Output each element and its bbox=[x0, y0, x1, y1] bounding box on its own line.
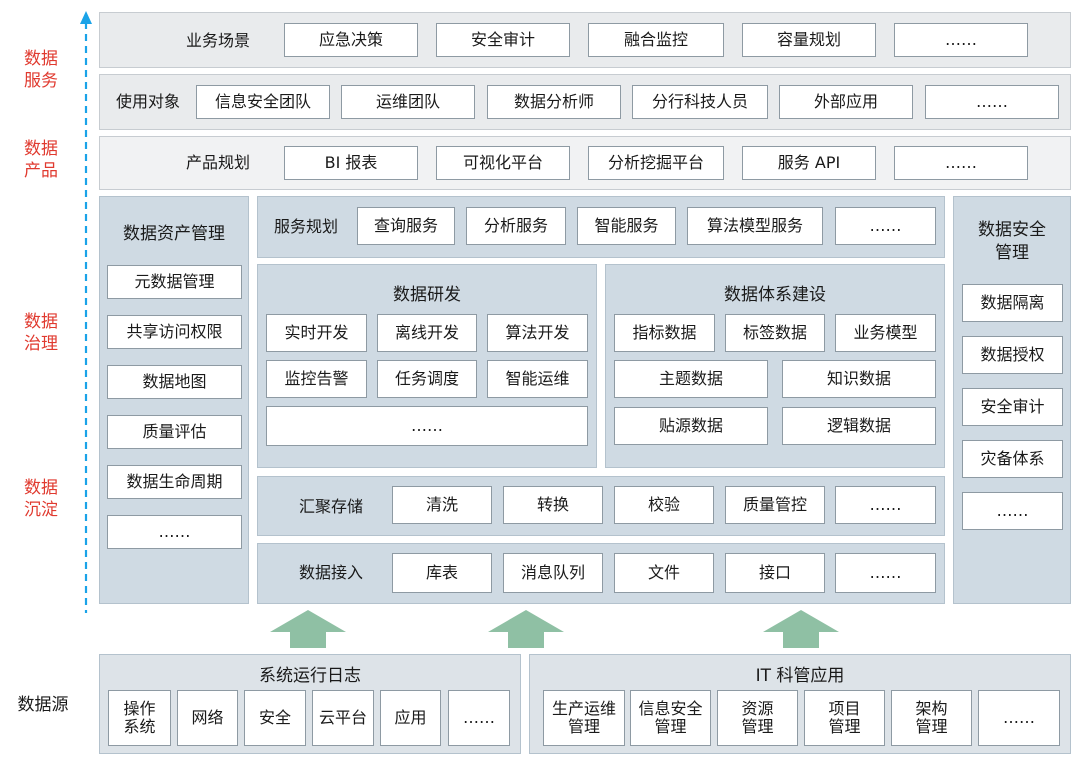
product-label: 产品规划 bbox=[185, 153, 250, 173]
asset-item: 共享访问权限 bbox=[107, 315, 242, 349]
rnd-item: …… bbox=[266, 406, 588, 446]
rnd-item: 智能运维 bbox=[487, 360, 588, 398]
source-it-item: …… bbox=[978, 690, 1060, 746]
rnd-item: 任务调度 bbox=[377, 360, 477, 398]
up-arrow-icon bbox=[270, 610, 346, 648]
security-item: …… bbox=[962, 492, 1063, 530]
asset-item: 数据地图 bbox=[107, 365, 242, 399]
source-it-item: 信息安全 管理 bbox=[630, 690, 711, 746]
source-it-item: 架构 管理 bbox=[891, 690, 972, 746]
ingest-item: …… bbox=[835, 553, 936, 593]
source-it-item: 生产运维 管理 bbox=[543, 690, 625, 746]
rnd-item: 监控告警 bbox=[266, 360, 367, 398]
asset-item: 元数据管理 bbox=[107, 265, 242, 299]
business-scenario-label: 业务场景 bbox=[185, 31, 250, 51]
storage-item: …… bbox=[835, 486, 936, 524]
security-item: 数据隔离 bbox=[962, 284, 1063, 322]
source-system-logs-title: 系统运行日志 bbox=[259, 665, 361, 686]
source-logs-item: 网络 bbox=[177, 690, 238, 746]
source-logs-item: 云平台 bbox=[312, 690, 374, 746]
rnd-item: 离线开发 bbox=[377, 314, 477, 352]
side-label-data-product: 数据 产品 bbox=[24, 139, 58, 182]
service-plan-item: …… bbox=[835, 207, 936, 245]
product-item: BI 报表 bbox=[284, 146, 418, 180]
side-label-data-settle: 数据 沉淀 bbox=[24, 478, 58, 521]
users-item: …… bbox=[925, 85, 1059, 119]
product-item: 分析挖掘平台 bbox=[588, 146, 724, 180]
security-item: 数据授权 bbox=[962, 336, 1063, 374]
rnd-title: 数据研发 bbox=[393, 284, 461, 305]
security-item: 安全审计 bbox=[962, 388, 1063, 426]
business-item: 融合监控 bbox=[588, 23, 724, 57]
source-it-item: 项目 管理 bbox=[804, 690, 885, 746]
system-build-item: 业务模型 bbox=[835, 314, 936, 352]
security-management-title: 数据安全 管理 bbox=[978, 220, 1046, 263]
service-plan-item: 算法模型服务 bbox=[687, 207, 823, 245]
system-build-item: 贴源数据 bbox=[614, 407, 768, 445]
product-item: 可视化平台 bbox=[436, 146, 570, 180]
storage-item: 校验 bbox=[614, 486, 714, 524]
users-item: 分行科技人员 bbox=[632, 85, 768, 119]
ingest-item: 消息队列 bbox=[503, 553, 603, 593]
users-item: 外部应用 bbox=[779, 85, 913, 119]
source-logs-item: 安全 bbox=[244, 690, 306, 746]
ingest-item: 库表 bbox=[392, 553, 492, 593]
business-item: 容量规划 bbox=[742, 23, 876, 57]
up-arrow-icon bbox=[763, 610, 839, 648]
system-build-item: 主题数据 bbox=[614, 360, 768, 398]
system-build-title: 数据体系建设 bbox=[724, 284, 826, 305]
side-label-data-service: 数据 服务 bbox=[24, 49, 58, 92]
side-label-data-source: 数据源 bbox=[17, 695, 69, 715]
users-item: 信息安全团队 bbox=[196, 85, 330, 119]
product-item: 服务 API bbox=[742, 146, 876, 180]
users-item: 运维团队 bbox=[341, 85, 475, 119]
source-it-apps-title: IT 科管应用 bbox=[755, 665, 845, 686]
ingest-item: 接口 bbox=[725, 553, 825, 593]
product-item: …… bbox=[894, 146, 1028, 180]
users-item: 数据分析师 bbox=[487, 85, 621, 119]
asset-item: 质量评估 bbox=[107, 415, 242, 449]
business-item: 应急决策 bbox=[284, 23, 418, 57]
system-build-item: 逻辑数据 bbox=[782, 407, 936, 445]
rnd-item: 实时开发 bbox=[266, 314, 367, 352]
source-logs-item: 应用 bbox=[380, 690, 441, 746]
system-build-item: 知识数据 bbox=[782, 360, 936, 398]
service-plan-item: 分析服务 bbox=[466, 207, 566, 245]
source-it-item: 资源 管理 bbox=[717, 690, 798, 746]
storage-item: 清洗 bbox=[392, 486, 492, 524]
system-build-item: 标签数据 bbox=[725, 314, 825, 352]
security-item: 灾备体系 bbox=[962, 440, 1063, 478]
storage-label: 汇聚存储 bbox=[298, 497, 363, 517]
service-plan-item: 查询服务 bbox=[357, 207, 455, 245]
service-plan-label: 服务规划 bbox=[273, 217, 338, 237]
ingest-item: 文件 bbox=[614, 553, 714, 593]
business-item: …… bbox=[894, 23, 1028, 57]
storage-item: 质量管控 bbox=[725, 486, 825, 524]
side-label-data-governance: 数据 治理 bbox=[24, 312, 58, 355]
source-logs-item: 操作 系统 bbox=[108, 690, 171, 746]
ingest-label: 数据接入 bbox=[298, 563, 363, 583]
asset-item: …… bbox=[107, 515, 242, 549]
rnd-item: 算法开发 bbox=[487, 314, 588, 352]
source-logs-item: …… bbox=[448, 690, 510, 746]
service-plan-item: 智能服务 bbox=[577, 207, 676, 245]
asset-management-title: 数据资产管理 bbox=[123, 223, 225, 244]
users-label: 使用对象 bbox=[115, 92, 180, 112]
up-arrow-icon bbox=[488, 610, 564, 648]
business-item: 安全审计 bbox=[436, 23, 570, 57]
system-build-item: 指标数据 bbox=[614, 314, 715, 352]
storage-item: 转换 bbox=[503, 486, 603, 524]
asset-item: 数据生命周期 bbox=[107, 465, 242, 499]
dashed-up-arrow-icon bbox=[80, 11, 92, 613]
